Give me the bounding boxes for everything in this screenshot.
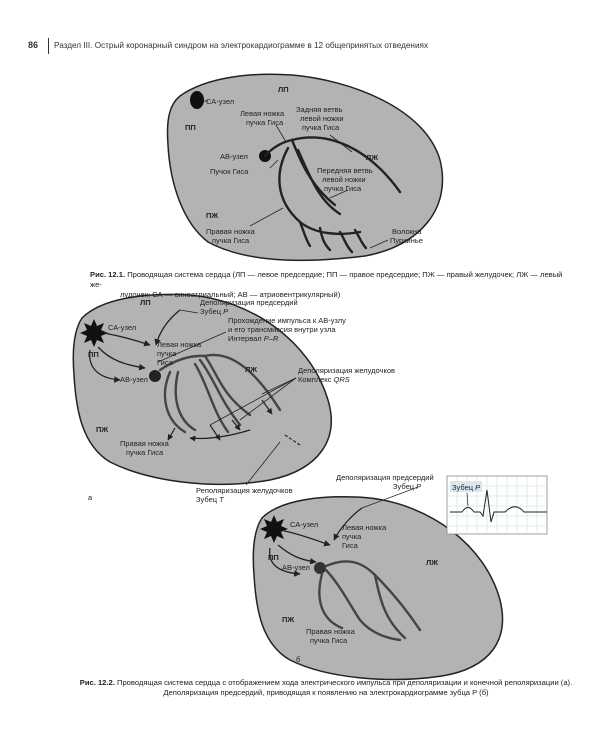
sa-node-star-fig2a [80,319,108,347]
sa-node-star-fig2b [260,515,288,543]
figure-12-1: ЛП ПП ЛЖ ПЖ СА-узел АВ-узел Пучок Гиса Л… [166,73,444,262]
section-title: Раздел III. Острый коронарный синдром на… [54,41,429,50]
label-interval-pr: Интервал P–R [228,334,279,343]
label-vent-depol: Деполяризация желудочков [298,366,395,375]
label-left-bundle-fig2b-3: Гиса [342,541,359,550]
label-left-bundle-fig1-1: Левая ножка [240,109,285,118]
right-bundle-branch-inner [296,148,342,216]
fig1-caption-text: Проводящая система сердца (ЛП — левое пр… [90,270,563,289]
fig2-caption-line1: Проводящая система сердца с отображением… [116,678,573,687]
label-complex-qrs: Комплекс QRS [298,375,350,384]
label-right-bundle-fig2b-1: Правая ножка [306,627,356,636]
label-right-bundle-fig2a-1: Правая ножка [120,439,170,448]
label-wave-p-fig2a: Зубец P [200,307,228,316]
label-post-branch-3: пучка Гиса [302,123,340,132]
figure-12-2-caption: Рис. 12.2. Проводящая система сердца с о… [66,678,586,698]
label-pp-fig2a: ПП [88,350,99,359]
label-left-bundle-fig2a-1: Левая ножка [157,340,202,349]
ecg-inset: Зубец P [446,475,548,535]
figure-12-2b: Зубец P ПП ЛЖ ПЖ СА-узел АВ-узел Левая н… [252,473,548,681]
ecg-trace [450,489,547,523]
label-left-bundle-fig1-2: пучка Гиса [246,118,284,127]
label-atrial-depol-fig2a: Деполяризация предсердий [200,298,298,307]
label-sa-node-fig2a: СА-узел [108,323,136,332]
label-av-conduction-2: и его трансмиссия внутри узла [228,325,336,334]
label-right-bundle-fig2a-2: пучка Гиса [126,448,164,457]
label-pzh-fig1: ПЖ [206,211,218,220]
label-left-bundle-fig2b-1: Левая ножка [342,523,387,532]
label-wave-p-fig2b: Зубец P [393,482,421,491]
sa-node-fig1 [190,91,204,109]
label-lzh-fig2b: ЛЖ [426,558,438,567]
label-left-bundle-fig2b-2: пучка [342,532,362,541]
label-sa-node-fig2b: СА-узел [290,520,318,529]
fig1-caption-text2: лудочек; СА — синоатриальный; АВ — атрио… [120,290,341,299]
av-node-fig2a [149,370,161,382]
label-ant-branch-1: Передняя ветвь [317,166,373,175]
running-header: 86 Раздел III. Острый коронарный синдром… [28,38,578,54]
av-node-fig2b [314,562,326,574]
label-pp-fig1: ПП [185,123,196,132]
label-left-bundle-fig2a-3: Гиса [157,358,174,367]
label-lzh-fig2a: ЛЖ [245,365,257,374]
label-repol-1: Реполяризация желудочков [196,486,293,495]
label-av-node-fig1: АВ-узел [220,152,248,161]
label-ant-branch-2: левой ножки [322,175,366,184]
label-pzh-fig2a: ПЖ [96,425,108,434]
label-repol-2: Зубец T [196,495,225,504]
left-posterior-branch [290,136,402,194]
panel-label-b: б [296,655,300,664]
label-sa-node-fig1: СА-узел [206,97,234,106]
label-purkinje-2: Пуркинье [390,236,423,245]
fig1-caption-label: Рис. 12.1. [90,270,126,279]
label-atrial-depol-fig2b: Деполяризация предсердий [336,473,434,482]
label-his-bundle-fig1: Пучок Гиса [210,167,249,176]
label-right-bundle-fig1-2: пучка Гиса [212,236,250,245]
label-pp-fig2b: ПП [268,553,279,562]
fig2-caption-label: Рис. 12.2. [79,678,115,687]
figure-12-2a: ЛП ПП ЛЖ ПЖ СА-узел АВ-узел Левая ножка … [72,293,395,504]
heart-outline-fig2a [72,293,332,486]
label-left-bundle-fig2a-2: пучка [157,349,177,358]
label-av-conduction-1: Прохождение импульса к АВ-узлу [228,316,346,325]
label-lp-fig2a: ЛП [140,298,151,307]
header-divider [48,38,49,54]
ecg-wave-label: Зубец P [452,483,480,492]
his-bundle-path [263,138,294,158]
label-right-bundle-fig1-1: Правая ножка [206,227,256,236]
label-av-node-fig2a: АВ-узел [120,375,148,384]
label-pzh-fig2b: ПЖ [282,615,294,624]
label-post-branch-2: левой ножки [300,114,344,123]
panel-label-a: а [88,493,93,502]
purkinje-fibers [298,220,368,254]
label-lp-fig1: ЛП [278,85,289,94]
page-number: 86 [28,40,39,50]
label-purkinje-1: Волокна [392,227,422,236]
label-ant-branch-3: пучка Гиса [324,184,362,193]
label-lzh-fig1: ЛЖ [366,153,378,162]
label-post-branch-1: Задняя ветвь [296,105,343,114]
label-right-bundle-fig2b-2: пучка Гиса [310,636,348,645]
fig2-caption-line2: Деполяризация предсердий, приводящая к п… [163,688,489,697]
label-av-node-fig2b: АВ-узел [282,563,310,572]
figure-12-1-caption: Рис. 12.1. Проводящая система сердца (ЛП… [90,270,570,300]
